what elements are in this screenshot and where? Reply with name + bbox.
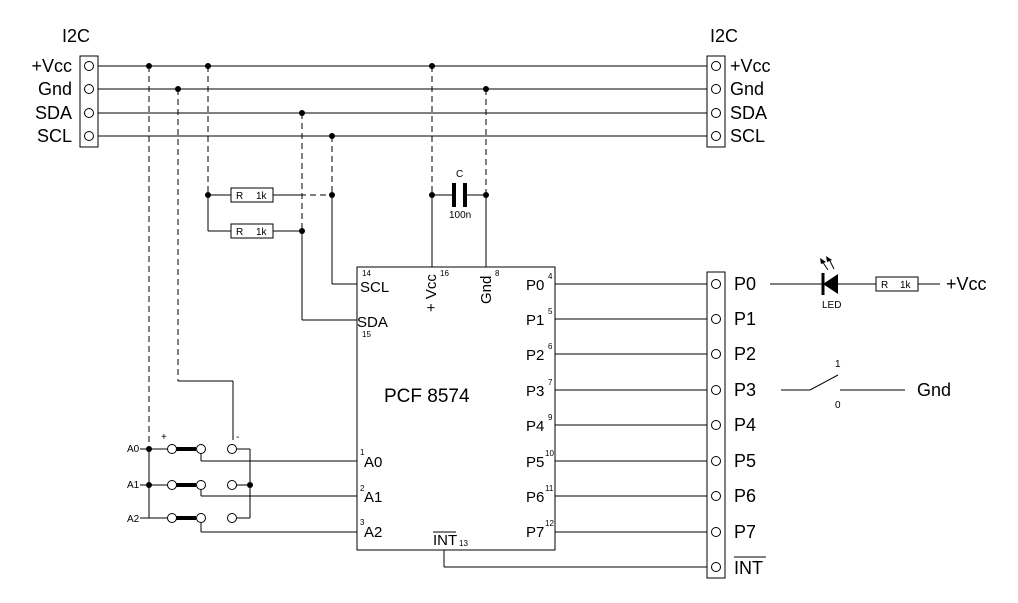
sda-scl-pullups: R 1k R 1k (208, 187, 332, 239)
pin-number-11: 11 (545, 484, 554, 493)
led-diode-icon (823, 274, 838, 294)
pin-label-a1: A1 (364, 489, 382, 506)
jumper-a1-label: A1 (127, 480, 140, 491)
pin-number-10: 10 (545, 449, 554, 458)
right-sda-label: SDA (730, 103, 767, 123)
pcf8574-chip: PCF 8574 14 SCL SDA 15 1 A0 2 A1 3 A2 + … (356, 266, 556, 551)
port-wires (443, 283, 709, 568)
pin-label-p2: P2 (526, 347, 544, 364)
right-i2c-connector: I2C +Vcc Gnd SDA SCL (706, 26, 771, 148)
capacitor-value: 100n (449, 210, 471, 221)
decoupling-capacitor: C 100n (432, 169, 486, 221)
scl-pullup-value: 1k (256, 191, 268, 202)
jumper-a0-label: A0 (127, 444, 140, 455)
p3-switch: 1 0 Gnd (781, 359, 951, 411)
pin-label-p3: P3 (526, 383, 544, 400)
port-label-p2: P2 (734, 344, 756, 364)
scl-pullup-resistor: R 1k (230, 187, 274, 203)
port-connector: P0 P1 P2 P3 P4 P5 P6 P7 INT (706, 271, 766, 579)
pin-label-vcc: + Vcc (423, 274, 440, 312)
pin-label-p5: P5 (526, 454, 544, 471)
sda-pullup-resistor: R 1k (230, 223, 274, 239)
jumper-a2-label: A2 (127, 514, 140, 525)
scl-pullup-r-label: R (236, 191, 243, 202)
pin-number-1: 1 (360, 448, 365, 457)
right-gnd-label: Gnd (730, 79, 764, 99)
right-scl-label: SCL (730, 126, 765, 146)
pin-label-p1: P1 (526, 312, 544, 329)
left-vcc-label: +Vcc (31, 56, 72, 76)
pin-number-8: 8 (495, 269, 500, 278)
pin-number-15: 15 (362, 330, 371, 339)
pin-number-13: 13 (459, 539, 468, 548)
pin-number-16: 16 (440, 269, 449, 278)
pin-label-p6: P6 (526, 489, 544, 506)
led-label: LED (822, 300, 841, 311)
right-vcc-label: +Vcc (730, 56, 771, 76)
jumper-minus-label: - (236, 432, 239, 443)
left-i2c-header: I2C (62, 26, 90, 46)
pin-number-9: 9 (548, 413, 553, 422)
port-label-p7: P7 (734, 522, 756, 542)
pin-label-scl: SCL (360, 279, 389, 296)
left-i2c-connector: I2C +Vcc Gnd SDA SCL (31, 26, 99, 148)
pin-number-2: 2 (360, 484, 365, 493)
pin-label-gnd: Gnd (478, 276, 495, 304)
pin-number-3: 3 (360, 518, 365, 527)
led-circuit: LED R 1k +Vcc (770, 256, 987, 311)
pin-label-p0: P0 (526, 277, 544, 294)
pin-number-6: 6 (548, 342, 553, 351)
switch-off-label: 0 (835, 400, 841, 411)
port-label-p6: P6 (734, 486, 756, 506)
pin-label-p4: P4 (526, 418, 544, 435)
pin-number-14: 14 (362, 269, 371, 278)
port-label-p5: P5 (734, 451, 756, 471)
sda-pullup-r-label: R (236, 227, 243, 238)
pin-number-7: 7 (548, 378, 553, 387)
pin-label-a0: A0 (364, 454, 382, 471)
i2c-bus (97, 65, 709, 137)
capacitor-name: C (456, 169, 463, 180)
pin-label-p7: P7 (526, 524, 544, 541)
port-label-int: INT (734, 558, 763, 578)
pin-number-5: 5 (548, 307, 553, 316)
pin-label-a2: A2 (364, 524, 382, 541)
left-scl-label: SCL (37, 126, 72, 146)
left-gnd-label: Gnd (38, 79, 72, 99)
pin-number-12: 12 (545, 519, 554, 528)
address-jumpers: + - A0 A1 A2 (127, 432, 357, 533)
port-label-p4: P4 (734, 415, 756, 435)
pin-number-4: 4 (548, 272, 553, 281)
port-label-p0: P0 (734, 274, 756, 294)
led-resistor-value: 1k (900, 280, 912, 291)
port-label-p1: P1 (734, 309, 756, 329)
pin-label-int: INT (433, 532, 457, 549)
port-label-p3: P3 (734, 380, 756, 400)
right-i2c-header: I2C (710, 26, 738, 46)
jumper-plus-label: + (161, 432, 167, 443)
led-resistor-r-label: R (881, 280, 888, 291)
sda-pullup-value: 1k (256, 227, 268, 238)
left-sda-label: SDA (35, 103, 72, 123)
switch-gnd-label: Gnd (917, 380, 951, 400)
switch-on-label: 1 (835, 359, 841, 370)
led-supply-label: +Vcc (946, 274, 987, 294)
chip-name: PCF 8574 (384, 386, 470, 407)
pin-label-sda: SDA (357, 314, 388, 331)
